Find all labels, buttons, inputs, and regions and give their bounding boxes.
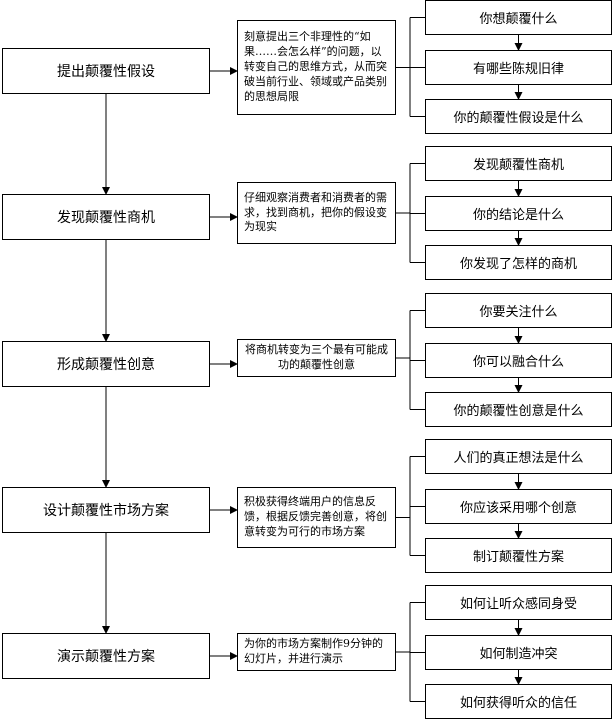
step-label: 你的结论是什么 (472, 208, 564, 223)
step-label: 制订颠覆性方案 (472, 550, 564, 565)
stage-box: 提出颠覆性假设 (2, 48, 210, 94)
stage-description: 将商机转变为三个最有可能成功的颠覆性创意 (245, 343, 388, 371)
step-label: 人们的真正想法是什么 (453, 451, 584, 466)
stage-description-box: 积极获得终端用户的信息反馈，根据反馈完善创意，将创意转变为可行的市场方案 (237, 487, 396, 548)
stage-box: 设计颠覆性市场方案 (2, 487, 210, 533)
step-label: 你要关注什么 (479, 305, 558, 320)
step-box: 人们的真正想法是什么 (425, 439, 612, 474)
stage-title: 提出颠覆性假设 (57, 64, 155, 80)
stage-title: 演示颠覆性方案 (57, 649, 155, 665)
step-label: 发现颠覆性商机 (472, 158, 564, 173)
step-label: 有哪些陈规旧律 (472, 62, 564, 77)
step-label: 你的颠覆性假设是什么 (453, 111, 584, 126)
stage-box: 演示颠覆性方案 (2, 633, 210, 679)
stage-description: 积极获得终端用户的信息反馈，根据反馈完善创意，将创意转变为可行的市场方案 (244, 495, 387, 538)
step-box: 你的颠覆性创意是什么 (425, 392, 612, 427)
step-box: 你应该采用哪个创意 (425, 489, 612, 524)
step-box: 你想颠覆什么 (425, 0, 612, 35)
step-label: 你发现了怎样的商机 (459, 257, 577, 272)
stage-title: 设计颠覆性市场方案 (43, 503, 169, 519)
step-box: 如何让听众感同身受 (425, 585, 612, 620)
step-label: 如何让听众感同身受 (459, 597, 577, 612)
step-box: 如何获得听众的信任 (425, 684, 612, 719)
stage-title: 发现颠覆性商机 (57, 210, 155, 226)
stage-description: 仔细观察消费者和消费者的需求，找到商机，把你的假设变为现实 (244, 190, 387, 234)
step-box: 发现颠覆性商机 (425, 146, 612, 181)
stage-description-box: 将商机转变为三个最有可能成功的颠覆性创意 (237, 339, 396, 377)
step-box: 你要关注什么 (425, 293, 612, 328)
step-label: 如何获得听众的信任 (459, 696, 577, 711)
stage-description: 刻意提出三个非理性的“如果……会怎么样”的问题，以转变自己的思维方式，从而突破当… (244, 30, 387, 103)
stage-box: 发现颠覆性商机 (2, 194, 210, 240)
stage-description-box: 刻意提出三个非理性的“如果……会怎么样”的问题，以转变自己的思维方式，从而突破当… (237, 20, 396, 115)
step-box: 你的结论是什么 (425, 196, 612, 231)
step-box: 你的颠覆性假设是什么 (425, 99, 612, 134)
step-label: 你想颠覆什么 (479, 12, 558, 27)
step-label: 你的颠覆性创意是什么 (453, 404, 584, 419)
step-label: 你应该采用哪个创意 (459, 501, 577, 516)
stage-box: 形成颠覆性创意 (2, 341, 210, 387)
step-box: 你发现了怎样的商机 (425, 245, 612, 280)
step-box: 如何制造冲突 (425, 635, 612, 670)
stage-description-box: 仔细观察消费者和消费者的需求，找到商机，把你的假设变为现实 (237, 182, 396, 244)
stage-description-box: 为你的市场方案制作9分钟的幻灯片，并进行演示 (237, 633, 396, 671)
step-box: 有哪些陈规旧律 (425, 50, 612, 85)
step-box: 制订颠覆性方案 (425, 538, 612, 573)
step-box: 你可以融合什么 (425, 343, 612, 378)
stage-description: 为你的市场方案制作9分钟的幻灯片，并进行演示 (244, 637, 383, 665)
step-label: 如何制造冲突 (479, 647, 558, 662)
step-label: 你可以融合什么 (472, 355, 564, 370)
stage-title: 形成颠覆性创意 (57, 357, 155, 373)
